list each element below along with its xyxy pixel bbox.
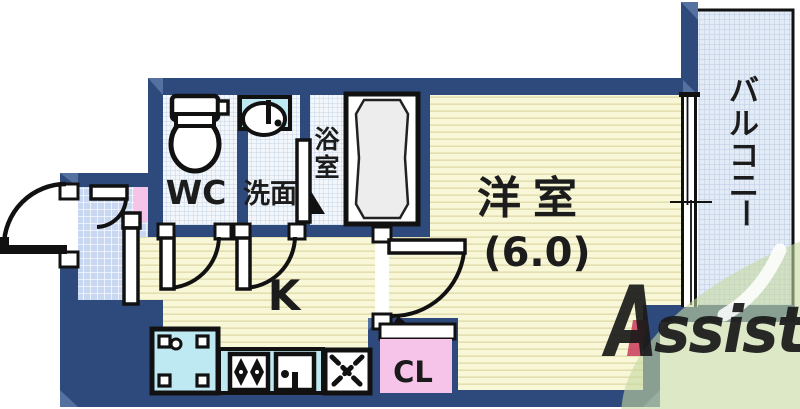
door-swing-arc xyxy=(391,251,466,319)
door-jamb xyxy=(121,211,142,230)
room-labels: 洋室 (6.0) K WC 洗面 浴 室 バ ル コ ニ ー xyxy=(166,74,762,320)
toilet-label: WC xyxy=(166,173,227,212)
kitchen-counter xyxy=(217,347,325,395)
washroom-door xyxy=(232,222,307,291)
balcony-sliding-window xyxy=(670,92,712,307)
entrance-door xyxy=(0,181,80,269)
wall-wc-washroom xyxy=(237,93,248,225)
door-leaf xyxy=(295,138,312,224)
toilet-fixture xyxy=(168,93,230,174)
door-swing-arc xyxy=(1,181,67,247)
door-leaf xyxy=(159,236,176,291)
svg-text:バ: バ xyxy=(729,74,759,109)
logo-letter-a: A xyxy=(601,266,658,380)
toilet-door xyxy=(156,222,233,291)
bathtub-fixture xyxy=(343,91,421,227)
bathtub-inner xyxy=(354,98,410,220)
basin-faucet xyxy=(266,100,271,124)
svg-text:室: 室 xyxy=(314,153,339,182)
door-leaf xyxy=(387,238,467,255)
basin-drain xyxy=(274,119,282,127)
western-room-label: 洋室 xyxy=(477,173,589,224)
door-jamb xyxy=(58,182,80,201)
svg-text:ニ: ニ xyxy=(729,169,759,204)
logo-text: ssist xyxy=(654,294,800,368)
western-room-size-label: (6.0) xyxy=(483,230,590,276)
bathroom-label: 浴 室 xyxy=(314,125,340,182)
hall-inner-door xyxy=(89,184,142,306)
assist-logo: A ssist xyxy=(601,202,800,409)
logo-red-accent xyxy=(627,320,648,356)
kitchen-sink xyxy=(273,351,317,393)
sink-faucet xyxy=(292,372,298,392)
logo-swoosh xyxy=(717,243,787,322)
washroom-label: 洗面 xyxy=(243,179,297,210)
fold-mark xyxy=(309,188,325,214)
closet-label: CL xyxy=(393,355,433,389)
door-swing-arc xyxy=(166,236,221,290)
basin-bowl xyxy=(241,101,287,137)
washing-machine-pan xyxy=(149,326,221,396)
door-swing-arc xyxy=(96,198,128,229)
door-jamb xyxy=(287,222,307,241)
toilet-seat-hinge xyxy=(174,112,216,128)
wall-bottom-left-block xyxy=(60,300,163,407)
svg-text:浴: 浴 xyxy=(314,125,340,154)
western-room-floor-upper xyxy=(430,95,683,237)
wall-hall-top xyxy=(60,173,163,187)
door-jamb xyxy=(58,250,80,269)
open-door-panel xyxy=(122,226,140,306)
door-leaf xyxy=(235,236,252,291)
door-leaf xyxy=(89,184,129,201)
svg-text:コ: コ xyxy=(729,139,759,174)
svg-text:ー: ー xyxy=(727,198,762,228)
wall-top xyxy=(148,78,698,95)
closet: CL xyxy=(378,316,457,393)
folding-bath-door xyxy=(295,138,325,224)
wash-basin-fixture xyxy=(238,95,292,137)
door-jamb xyxy=(371,225,393,244)
closet-interior xyxy=(380,339,452,393)
sink-drain xyxy=(281,370,289,378)
balcony-label: バ ル コ ニ ー xyxy=(727,74,762,228)
kitchen-label: K xyxy=(268,271,302,320)
wall-left-upper xyxy=(148,78,163,237)
western-room-door xyxy=(371,225,467,331)
gas-stove xyxy=(227,351,271,393)
door-jamb xyxy=(213,222,233,241)
doorway-gap xyxy=(375,242,389,314)
drain-hole xyxy=(169,337,183,351)
toilet-handle xyxy=(216,99,230,116)
wall-balcony-left-upper xyxy=(681,2,698,95)
door-leaf xyxy=(0,245,67,254)
svg-text:ル: ル xyxy=(729,107,759,142)
refrigerator-space xyxy=(322,347,373,396)
closet-accordion-door xyxy=(378,322,457,341)
door-swing-arc xyxy=(242,236,297,290)
